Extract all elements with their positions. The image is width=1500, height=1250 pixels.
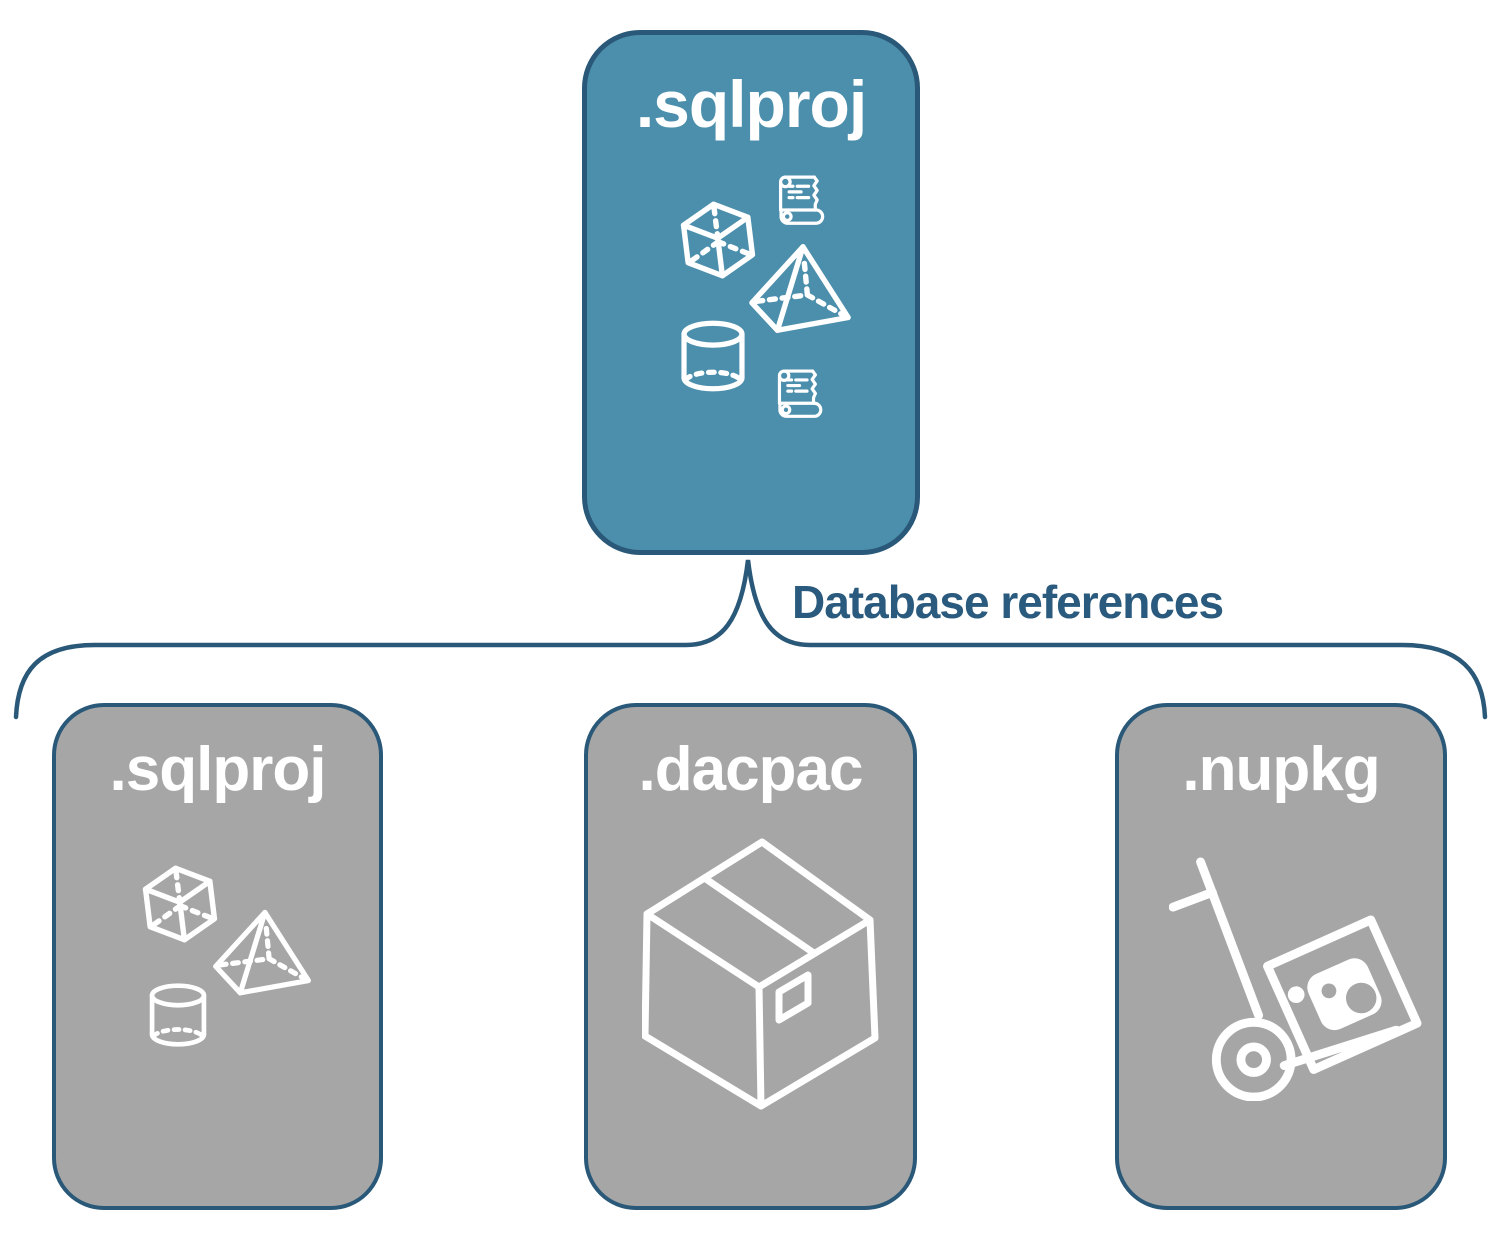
node-sqlproj-child: .sqlproj — [52, 703, 383, 1210]
connector-label: Database references — [792, 576, 1224, 628]
node-dacpac: .dacpac — [584, 703, 917, 1210]
node-nupkg: .nupkg — [1115, 703, 1447, 1210]
node-title: .sqlproj — [109, 735, 327, 804]
node-sqlproj-root: .sqlproj — [582, 30, 920, 555]
pyramid-icon — [211, 907, 315, 1003]
sql-script-scroll-icon — [772, 365, 828, 421]
database-cylinder-icon — [144, 975, 212, 1055]
node-title: .dacpac — [638, 735, 864, 804]
sql-script-scroll-icon — [773, 171, 830, 228]
node-title: .nupkg — [1182, 735, 1380, 804]
hand-truck-icon — [1169, 855, 1425, 1101]
database-cylinder-icon — [675, 318, 751, 394]
pyramid-icon — [747, 241, 855, 341]
package-box-icon — [642, 837, 882, 1112]
node-title: .sqlproj — [635, 67, 867, 141]
